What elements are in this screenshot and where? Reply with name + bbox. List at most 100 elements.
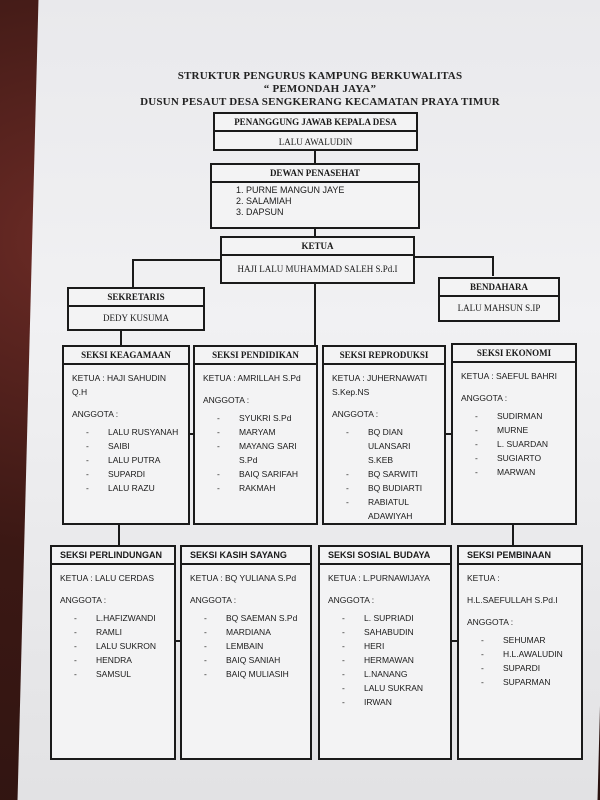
connector	[446, 433, 451, 435]
section-ketua: KETUA : LALU CERDAS	[60, 573, 155, 583]
box-heading: KETUA	[222, 238, 413, 256]
member-item: SUDIRMAN	[461, 409, 567, 423]
connector	[132, 259, 134, 287]
member-item: IRWAN	[328, 695, 442, 709]
member-item: MURNE	[461, 423, 567, 437]
section-anggota-label: ANGGOTA :	[332, 409, 379, 419]
connector	[414, 256, 494, 258]
member-item: LEMBAIN	[190, 639, 302, 653]
section-heading: SEKSI REPRODUKSI	[324, 347, 444, 365]
section-body: KETUA : JUHERNAWATI S.Kep.NS ANGGOTA : BQ …	[324, 365, 444, 529]
spacer	[461, 383, 567, 391]
box-heading: PENANGGUNG JAWAB KEPALA DESA	[215, 114, 416, 132]
spacer	[328, 585, 442, 593]
member-list: BQ SAEMAN S.PdMARDIANALEMBAINBAIQ SANIAH…	[190, 611, 302, 681]
advisor-item: PURNE MANGUN JAYE	[246, 185, 418, 196]
section-heading: SEKSI KASIH SAYANG	[182, 547, 310, 565]
member-item: H.L.AWALUDIN	[467, 647, 573, 661]
box-name: LALU AWALUDIN	[278, 137, 353, 147]
penanggung-jawab-box: PENANGGUNG JAWAB KEPALA DESA LALU AWALUD…	[213, 112, 418, 151]
section-box: SEKSI REPRODUKSI KETUA : JUHERNAWATI S.Ke…	[322, 345, 446, 525]
connector	[120, 330, 122, 345]
member-item: BQ DIAN ULANSARI S.KEB	[332, 425, 436, 467]
member-item: BQ SAEMAN S.Pd	[190, 611, 302, 625]
member-list: BQ DIAN ULANSARI S.KEBBQ SARWITIBQ BUDIA…	[332, 425, 436, 523]
section-body: KETUA : LALU CERDAS ANGGOTA : L.HAFIZWANDI…	[52, 565, 174, 687]
member-list: LALU RUSYANAHSAIBILALU PUTRASUPARDILALU …	[72, 425, 180, 495]
member-item: BAIQ SANIAH	[190, 653, 302, 667]
member-item: SAMSUL	[60, 667, 166, 681]
section-ketua: KETUA : HAJI SAHUDIN Q.H	[72, 373, 166, 397]
member-item: HERI	[328, 639, 442, 653]
box-heading: BENDAHARA	[440, 279, 558, 297]
section-anggota-label: ANGGOTA :	[72, 409, 119, 419]
spacer	[332, 399, 436, 407]
member-item: SUPARDI	[467, 661, 573, 675]
member-item: MARDIANA	[190, 625, 302, 639]
advisor-item: SALAMIAH	[246, 196, 418, 207]
chart-title: STRUKTUR PENGURUS KAMPUNG BERKUWALITAS	[177, 70, 463, 82]
box-heading: SEKRETARIS	[69, 289, 203, 307]
section-ketua: KETUA : JUHERNAWATI S.Kep.NS	[332, 373, 428, 397]
member-item: MARYAM	[203, 425, 308, 439]
section-box: SEKSI PERLINDUNGAN KETUA : LALU CERDAS ANG…	[50, 545, 176, 760]
member-item: LALU RUSYANAH	[72, 425, 180, 439]
section-anggota-label: ANGGOTA :	[203, 395, 250, 405]
member-item: BQ BUDIARTI	[332, 481, 436, 495]
section-anggota-label: ANGGOTA :	[190, 595, 237, 605]
section-ketua: KETUA :	[467, 573, 500, 583]
member-item: LALU RAZU	[72, 481, 180, 495]
connector	[176, 640, 180, 642]
section-heading: SEKSI EKONOMI	[453, 345, 575, 363]
member-item: BAIQ SARIFAH	[203, 467, 308, 481]
connector	[512, 525, 514, 545]
section-ketua: KETUA : SAEFUL BAHRI	[461, 371, 558, 381]
connector	[132, 259, 222, 261]
member-list: L.HAFIZWANDIRAMLILALU SUKRONHENDRASAMSUL	[60, 611, 166, 681]
section-ketua: KETUA : BQ YULIANA S.Pd	[190, 573, 297, 583]
member-item: SUPARMAN	[467, 675, 573, 689]
section-box: SEKSI SOSIAL BUDAYA KETUA : L.PURNAWIJAYA…	[318, 545, 452, 760]
box-name: LALU MAHSUN S.IP	[457, 303, 541, 313]
member-item: SUPARDI	[72, 467, 180, 481]
section-anggota-label: ANGGOTA :	[467, 617, 514, 627]
member-item: HENDRA	[60, 653, 166, 667]
member-item: L.HAFIZWANDI	[60, 611, 166, 625]
member-item: SUGIARTO	[461, 451, 567, 465]
member-item: L. SUPRIADI	[328, 611, 442, 625]
connector	[118, 525, 120, 545]
member-item: LALU PUTRA	[72, 453, 180, 467]
chart-subtitle: “ PEMONDAH JAYA”	[263, 83, 377, 95]
section-heading: SEKSI PENDIDIKAN	[195, 347, 316, 365]
spacer	[203, 385, 308, 393]
member-item: LALU SUKRAN	[328, 681, 442, 695]
member-list: L. SUPRIADISAHABUDINHERIHERMAWANL.NANANG…	[328, 611, 442, 709]
section-anggota-label: ANGGOTA :	[328, 595, 375, 605]
member-item: BQ SARWITI	[332, 467, 436, 481]
dewan-penasehat-box: DEWAN PENASEHAT PURNE MANGUN JAYE SALAMI…	[210, 163, 420, 229]
member-item: HERMAWAN	[328, 653, 442, 667]
spacer	[190, 585, 302, 593]
section-heading: SEKSI KEAGAMAAN	[64, 347, 188, 365]
section-heading: SEKSI SOSIAL BUDAYA	[320, 547, 450, 565]
member-item: LALU SUKRON	[60, 639, 166, 653]
member-item: MAYANG SARI S.Pd	[203, 439, 308, 467]
member-item: L.NANANG	[328, 667, 442, 681]
spacer	[467, 607, 573, 615]
member-item: SEHUMAR	[467, 633, 573, 647]
section-anggota-label: ANGGOTA :	[60, 595, 107, 605]
section-body: KETUA : HAJI SAHUDIN Q.H ANGGOTA : LALU RU…	[64, 365, 188, 501]
section-ketua: KETUA : L.PURNAWIJAYA	[328, 573, 430, 583]
advisor-item: DAPSUN	[246, 207, 418, 218]
section-heading: SEKSI PERLINDUNGAN	[52, 547, 174, 565]
section-box: SEKSI KEAGAMAAN KETUA : HAJI SAHUDIN Q.H A…	[62, 345, 190, 525]
member-item: RAKMAH	[203, 481, 308, 495]
box-name: HAJI LALU MUHAMMAD SALEH S.Pd.I	[237, 264, 398, 274]
member-item: L. SUARDAN	[461, 437, 567, 451]
